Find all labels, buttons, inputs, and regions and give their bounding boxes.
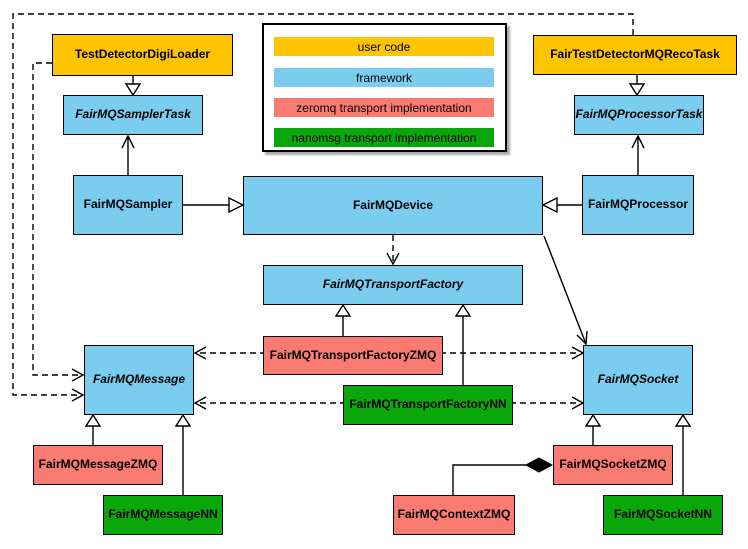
class-box-fairmqtransportfactoryzmq: FairMQTransportFactoryZMQ	[263, 336, 443, 375]
edge-socketnn-socket-inheritance	[674, 413, 692, 495]
legend-item-user-code: user code	[274, 37, 494, 56]
class-box-fairmqprocessor: FairMQProcessor	[582, 175, 694, 235]
edge-socketzmq-socket-inheritance	[584, 413, 602, 445]
class-box-fairmqsocketzmq: FairMQSocketZMQ	[553, 445, 673, 485]
edge-device-socket-association	[543, 235, 588, 346]
legend-box: user code framework zeromq transport imp…	[262, 23, 507, 152]
class-box-fairmqsampler: FairMQSampler	[73, 175, 183, 235]
edge-sampler-device-inheritance	[183, 196, 245, 214]
class-box-fairmqtransportfactory: FairMQTransportFactory	[263, 265, 523, 305]
class-box-fairmqmessagenn: FairMQMessageNN	[103, 495, 223, 535]
edge-contextzmq-socketzmq-composition	[452, 457, 554, 495]
edge-recotask-to-message-dashed	[12, 13, 634, 402]
edge-processor-processortask-association	[631, 134, 645, 175]
edge-factorynn-transportfactory-inheritance	[454, 303, 472, 385]
edge-sampler-samplertask-association	[121, 134, 135, 175]
edge-messagezmq-message-inheritance	[84, 413, 102, 445]
class-box-fairmqsocket: FairMQSocket	[583, 345, 693, 415]
edge-digiloader-to-message-dashed	[32, 62, 85, 382]
edge-device-transportfactory-dashed	[386, 235, 400, 266]
class-box-fairmqprocessortask: FairMQProcessorTask	[574, 95, 704, 135]
class-box-testdetectordigiloader: TestDetectorDigiLoader	[52, 34, 233, 76]
edge-recotask-processortask-inheritance	[628, 75, 646, 97]
class-box-fairmqmessage: FairMQMessage	[84, 345, 194, 415]
class-box-fairmqtransportfactorynn: FairMQTransportFactoryNN	[343, 385, 513, 425]
edge-factoryzmq-transportfactory-inheritance	[334, 303, 352, 336]
class-box-fairmqsocketnn: FairMQSocketNN	[603, 495, 723, 535]
edge-processor-device-inheritance	[541, 196, 582, 214]
class-box-fairmqdevice: FairMQDevice	[243, 176, 543, 235]
class-box-fairmqmessagezmq: FairMQMessageZMQ	[33, 445, 163, 485]
edge-digiloader-samplertask-inheritance	[124, 76, 142, 97]
class-box-fairmqsamplertask: FairMQSamplerTask	[63, 95, 203, 135]
edge-messagenn-message-inheritance	[174, 413, 192, 495]
legend-item-nanomsg: nanomsg transport implementation	[274, 128, 494, 147]
legend-item-framework: framework	[274, 68, 494, 87]
class-box-fairmqcontextzmq: FairMQContextZMQ	[393, 495, 515, 535]
class-box-fairtestdetectormqrecotask: FairTestDetectorMQRecoTask	[533, 35, 737, 75]
legend-item-zeromq: zeromq transport implementation	[274, 98, 494, 117]
